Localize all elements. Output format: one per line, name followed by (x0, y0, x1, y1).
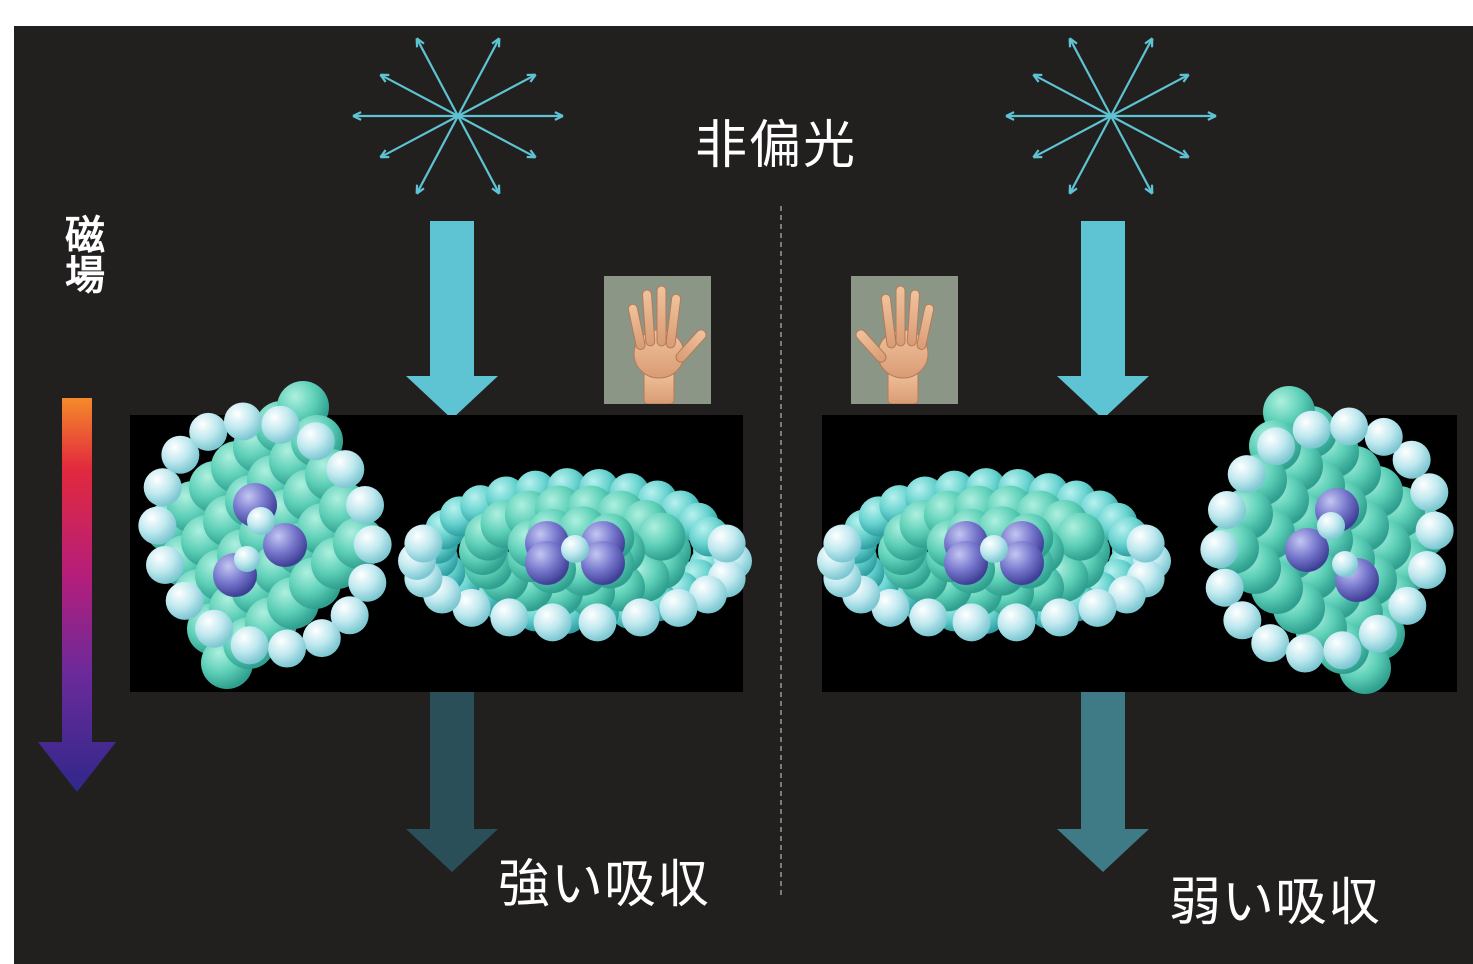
weak-absorption-label: 弱い吸収 (1169, 873, 1382, 933)
molecule-tilted-left (138, 381, 392, 689)
diagram-stage: 非偏光 磁場 (14, 26, 1473, 964)
magnetic-field-text: 磁場 (58, 214, 104, 294)
molecule-tilted-right (1200, 386, 1454, 694)
title-unpolarized-light: 非偏光 (695, 116, 858, 176)
molecule-flat-right (817, 468, 1171, 642)
incident-light-arrow-left (406, 221, 498, 419)
strong-absorption-label: 強い吸収 (498, 855, 711, 915)
molecule-panel-left (130, 381, 752, 692)
transmitted-light-arrow-left (406, 674, 498, 872)
molecule-flat-left (398, 468, 752, 642)
incident-light-arrow-right (1057, 221, 1149, 419)
magnetic-field-label: 磁場 (56, 214, 106, 304)
unpolarized-light-icon-right (1005, 37, 1217, 195)
magnetic-field-arrow-icon (38, 398, 116, 792)
right-hand-palm-image (604, 276, 711, 404)
unpolarized-light-icon-left (352, 37, 564, 195)
transmitted-light-arrow-right (1057, 674, 1149, 872)
left-hand-palm-image (851, 276, 958, 404)
molecule-panel-right (817, 386, 1457, 694)
center-divider (780, 206, 782, 898)
